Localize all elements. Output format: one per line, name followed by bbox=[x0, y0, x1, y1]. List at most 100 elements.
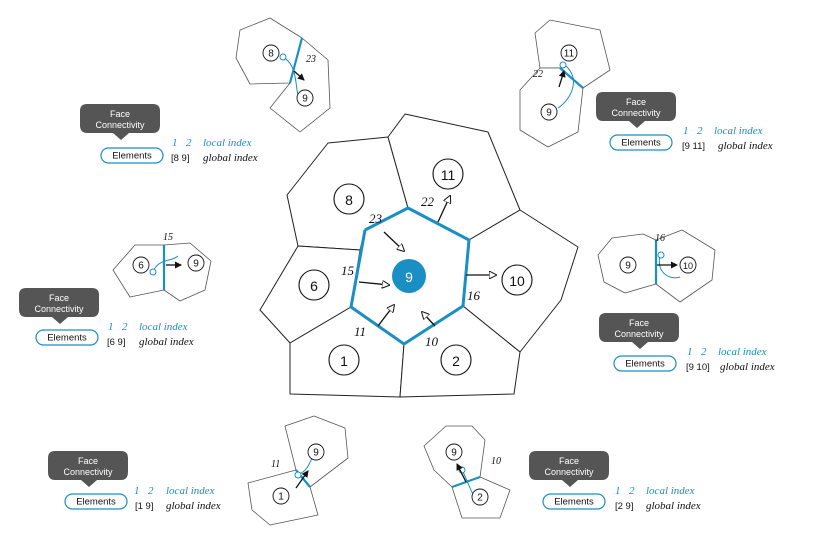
global-index-label: global index bbox=[718, 140, 773, 152]
bubble-text-face: Face bbox=[110, 109, 130, 119]
mini-cell-2-label: 2 bbox=[477, 493, 483, 504]
face-connectivity-bubble bbox=[529, 451, 609, 487]
global-index-array: [9 10] bbox=[686, 362, 710, 373]
arrow-face-10 bbox=[422, 312, 436, 327]
bubble-text-connectivity: Connectivity bbox=[95, 120, 145, 130]
global-index-label: global index bbox=[646, 500, 701, 512]
elements-pill bbox=[100, 147, 164, 164]
mini-cell-9-marker bbox=[296, 89, 314, 107]
cell-11-label: 11 bbox=[441, 167, 456, 183]
face-connectivity-bubble bbox=[80, 104, 160, 140]
mini-arrow-10 bbox=[456, 463, 467, 483]
cell-6-label: 6 bbox=[310, 278, 318, 294]
local-index-1: 1 bbox=[172, 137, 178, 149]
callout-face-23: Face Connectivity Elements 1 2 local ind… bbox=[80, 104, 258, 164]
global-index-array: [2 9] bbox=[615, 501, 634, 512]
mini-cell-9-marker bbox=[445, 443, 463, 461]
mini-cell-9-label: 9 bbox=[193, 259, 199, 270]
connectivity-ring-15 bbox=[149, 268, 157, 276]
bubble-text-connectivity: Connectivity bbox=[63, 467, 113, 477]
mini-panel-face-15: 6 9 15 bbox=[112, 232, 212, 302]
face-connectivity-bubble bbox=[19, 288, 99, 324]
local-index-2: 2 bbox=[148, 485, 154, 497]
connectivity-ring-16 bbox=[657, 251, 665, 259]
cell-2-label: 2 bbox=[452, 353, 460, 369]
mini-face-label-11: 11 bbox=[271, 459, 280, 470]
bubble-text-face: Face bbox=[559, 456, 579, 466]
mini-cell-9-label: 9 bbox=[451, 448, 457, 459]
arrow-face-22 bbox=[437, 196, 450, 223]
face-connectivity-bubble bbox=[596, 92, 676, 128]
local-index-2: 2 bbox=[697, 125, 703, 137]
face-label-16: 16 bbox=[467, 288, 481, 303]
mini-cell-9-marker bbox=[187, 254, 205, 272]
global-index-array: [8 9] bbox=[171, 153, 190, 164]
mini-cell-9-label: 9 bbox=[625, 261, 631, 272]
mini-cell-11-label: 11 bbox=[564, 49, 575, 60]
mini-arrow-11 bbox=[295, 470, 309, 489]
elements-pill bbox=[613, 355, 677, 372]
face-label-11: 11 bbox=[354, 324, 366, 339]
mini-face-label-16: 16 bbox=[655, 233, 665, 244]
cell-2-marker bbox=[440, 344, 472, 376]
face-label-22: 22 bbox=[421, 194, 435, 209]
local-index-label: local index bbox=[203, 137, 252, 149]
callout-face-10: Face Connectivity Elements 1 2 local ind… bbox=[529, 451, 701, 512]
mini-cell-8-marker bbox=[262, 44, 280, 62]
mini-face-label-10: 10 bbox=[491, 456, 501, 467]
connectivity-ring-23 bbox=[279, 53, 287, 61]
connectivity-ring-22 bbox=[559, 61, 567, 69]
local-index-1: 1 bbox=[108, 321, 114, 333]
callout-face-15: Face Connectivity Elements 1 2 local ind… bbox=[19, 288, 194, 348]
local-index-2: 2 bbox=[186, 137, 192, 149]
mini-panel-face-10: 9 2 10 bbox=[423, 425, 511, 519]
cell-11-marker bbox=[432, 158, 464, 190]
callout-face-16: Face Connectivity Elements 1 2 local ind… bbox=[599, 313, 775, 373]
elements-pill bbox=[64, 493, 128, 510]
mini-cell-1-label: 1 bbox=[278, 492, 284, 503]
cell-10-label: 10 bbox=[509, 273, 525, 289]
mini-cell-1-marker bbox=[272, 487, 290, 505]
connectivity-curve-22 bbox=[557, 64, 574, 109]
local-index-1: 1 bbox=[687, 346, 693, 358]
elements-pill-label: Elements bbox=[554, 497, 594, 508]
arrow-face-15 bbox=[358, 282, 389, 285]
callout-face-22: Face Connectivity Elements 1 2 local ind… bbox=[596, 92, 773, 152]
mini-cell-9-label: 9 bbox=[302, 94, 308, 105]
face-label-15: 15 bbox=[341, 263, 355, 278]
bubble-text-connectivity: Connectivity bbox=[611, 108, 661, 118]
mini-arrow-22 bbox=[558, 70, 566, 88]
cell-10-marker bbox=[501, 264, 533, 296]
cell-1-marker bbox=[328, 344, 360, 376]
bubble-text-connectivity: Connectivity bbox=[614, 329, 664, 339]
face-connectivity-bubble bbox=[599, 313, 679, 349]
elements-pill-label: Elements bbox=[76, 497, 116, 508]
central-mesh: 9 8 11 10 2 1 6 23 22 16 10 11 15 bbox=[259, 113, 579, 398]
global-index-label: global index bbox=[139, 336, 194, 348]
local-index-2: 2 bbox=[629, 485, 635, 497]
mini-face-label-22: 22 bbox=[533, 69, 543, 80]
global-index-array: [9 11] bbox=[682, 141, 705, 152]
local-index-label: local index bbox=[718, 346, 767, 358]
local-index-1: 1 bbox=[615, 485, 621, 497]
mini-cell-11-marker bbox=[560, 44, 578, 62]
bubble-text-face: Face bbox=[78, 456, 98, 466]
local-index-label: local index bbox=[646, 485, 695, 497]
mini-cell-9-marker bbox=[540, 103, 558, 121]
mini-face-23-edge bbox=[288, 37, 304, 84]
bubble-text-connectivity: Connectivity bbox=[34, 304, 84, 314]
local-index-label: local index bbox=[166, 485, 215, 497]
global-index-label: global index bbox=[203, 152, 258, 164]
bubble-text-face: Face bbox=[49, 293, 69, 303]
arrow-face-11 bbox=[377, 305, 394, 327]
mini-panel-face-16: 9 10 16 bbox=[597, 229, 716, 303]
mini-cell-6-label: 6 bbox=[138, 261, 144, 272]
mini-cell-9-label: 9 bbox=[313, 448, 319, 459]
mini-cell-9c bbox=[163, 242, 212, 302]
cell-8-label: 8 bbox=[345, 192, 353, 208]
mini-cell-9-marker bbox=[307, 443, 325, 461]
cell-1-label: 1 bbox=[340, 353, 348, 369]
bubble-text-face: Face bbox=[629, 318, 649, 328]
global-index-label: global index bbox=[720, 361, 775, 373]
